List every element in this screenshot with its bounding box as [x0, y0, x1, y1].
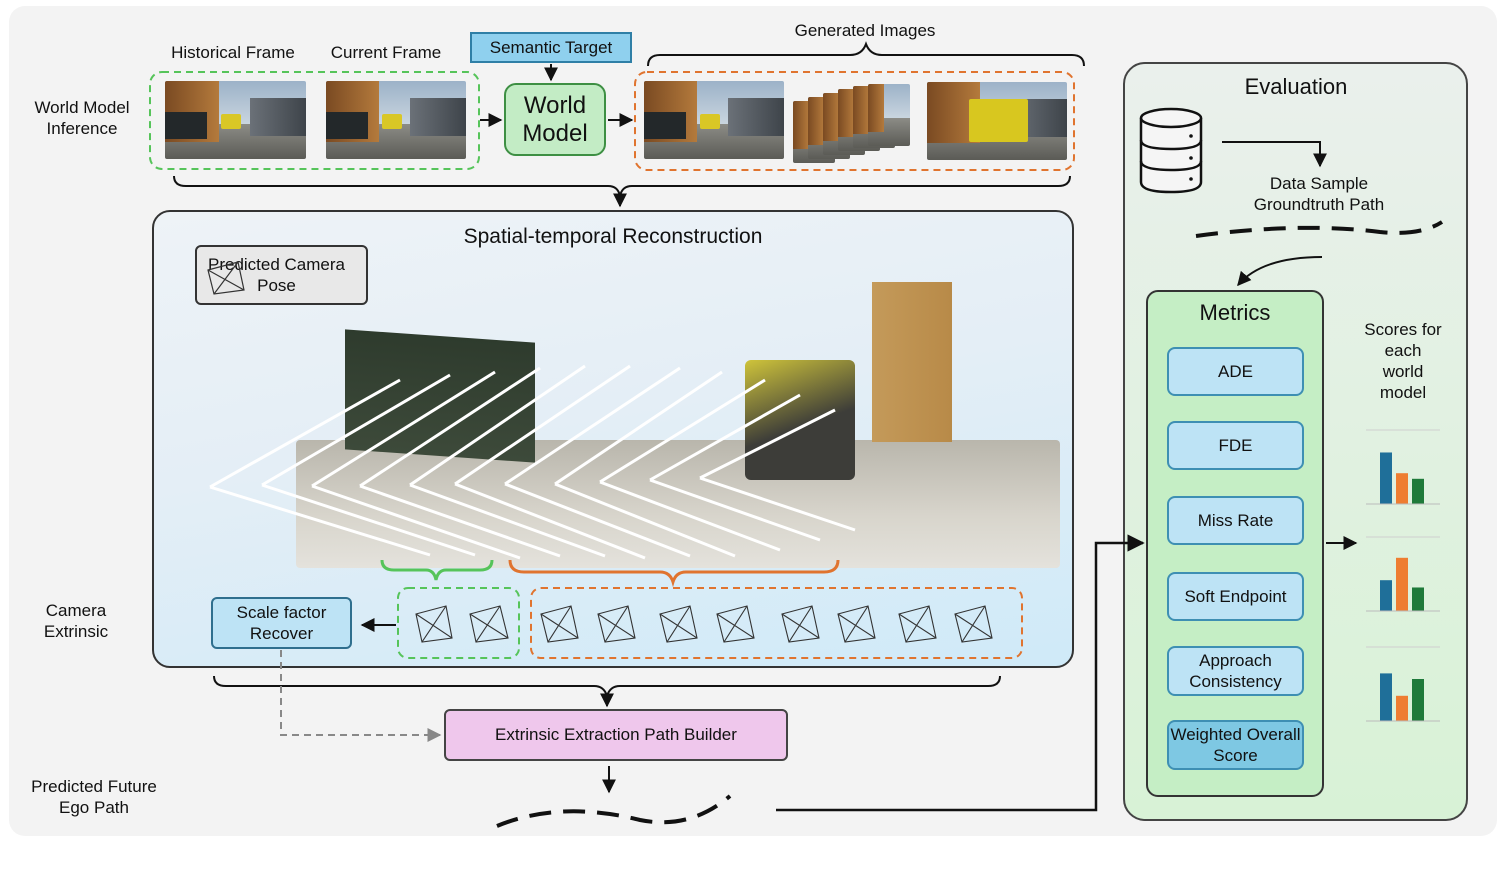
generated-image-stack-6	[868, 84, 910, 146]
extrinsic-path-builder-box: Extrinsic Extraction Path Builder	[444, 709, 788, 761]
metric-miss-rate-label: Miss Rate	[1197, 511, 1274, 530]
historical-frame-label: Historical Frame	[171, 43, 295, 62]
generated-image-last	[927, 82, 1067, 160]
metric-ade-label: ADE	[1218, 362, 1253, 381]
point-cloud-ground	[296, 440, 1060, 568]
metric-soft-endpoint: Soft Endpoint	[1167, 572, 1304, 621]
metric-weighted-overall-score-label: Weighted Overall Score	[1170, 725, 1301, 765]
metrics-title: Metrics	[1199, 300, 1271, 325]
predicted-future-ego-path-label: Predicted Future Ego Path	[31, 777, 157, 817]
reconstruction-title: Spatial-temporal Reconstruction	[463, 225, 763, 248]
data-sample-label: Data Sample Groundtruth Path	[1253, 174, 1385, 214]
historical-frame-image	[165, 81, 306, 159]
world-model-label: World Model	[522, 91, 588, 147]
scores-label: Scores for each world model	[1364, 320, 1442, 402]
world-model-inference-label: World Model Inference	[34, 98, 130, 138]
metric-approach-consistency: Approach Consistency	[1167, 646, 1304, 696]
predicted-camera-pose-label: Predicted Camera Pose	[207, 255, 345, 295]
path-builder-label: Extrinsic Extraction Path Builder	[495, 725, 737, 744]
semantic-target-label: Semantic Target	[489, 37, 613, 57]
current-frame-label: Current Frame	[330, 43, 442, 62]
metric-fde-label: FDE	[1218, 436, 1253, 455]
point-cloud-wall	[872, 282, 952, 442]
generated-image-first	[644, 81, 784, 159]
metric-fde: FDE	[1167, 421, 1304, 470]
metric-approach-consistency-label: Approach Consistency	[1189, 651, 1282, 691]
scale-factor-recover-label: Scale factor Recover	[236, 603, 327, 643]
metric-soft-endpoint-label: Soft Endpoint	[1184, 587, 1287, 606]
camera-extrinsic-label: Camera Extrinsic	[43, 601, 109, 641]
predicted-camera-pose-box: Predicted Camera Pose	[195, 245, 368, 305]
metric-ade: ADE	[1167, 347, 1304, 396]
world-model-box: World Model	[504, 83, 606, 156]
evaluation-title: Evaluation	[1244, 74, 1348, 99]
point-cloud-loader	[745, 360, 855, 480]
current-frame-image	[326, 81, 466, 159]
semantic-target-box: Semantic Target	[470, 32, 632, 63]
point-cloud-container	[345, 329, 535, 463]
generated-images-label: Generated Images	[794, 21, 936, 40]
metric-weighted-overall-score: Weighted Overall Score	[1167, 720, 1304, 770]
scale-factor-recover-box: Scale factor Recover	[211, 597, 352, 649]
metric-miss-rate: Miss Rate	[1167, 496, 1304, 545]
